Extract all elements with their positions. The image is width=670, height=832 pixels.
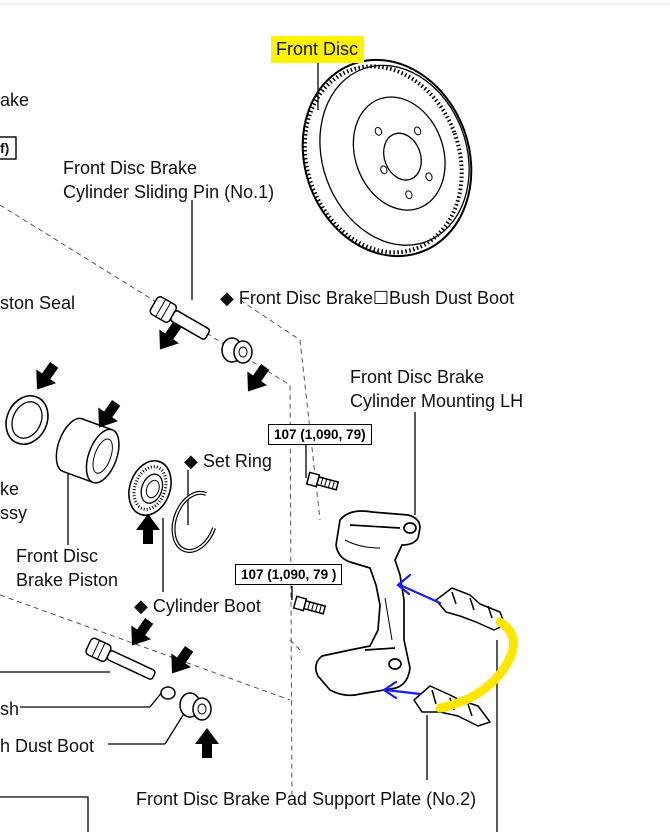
bolt-icon: [305, 471, 340, 493]
piston-seal-label-fragment: ston Seal: [0, 293, 76, 313]
sliding-pin-upper: [149, 296, 211, 340]
assy-label-fragment-2: ssy: [0, 503, 27, 523]
bush-label-fragment: sh: [0, 699, 20, 719]
front-disc-highlight: [271, 36, 364, 63]
piston-label-line2: Brake Piston: [16, 570, 119, 590]
cylinder-boot: [128, 460, 172, 516]
bush-lower: [160, 686, 176, 700]
front-disc-rotor: [301, 58, 473, 258]
caliper-mounting-lh: [314, 510, 421, 697]
pad-support-plate-label: Front Disc Brake Pad Support Plate (No.2…: [136, 789, 477, 809]
bush-dust-boot-lower-label: h Dust Boot: [0, 736, 95, 756]
bush-dust-boot-lower: [179, 692, 212, 721]
brake-piston: [55, 417, 120, 484]
bolt-icon: [292, 595, 327, 617]
piston-label-line1: Front Disc: [16, 546, 99, 566]
assembly-dash-lines: [0, 204, 321, 801]
leader-lines: [0, 60, 498, 832]
bush-dust-boot-upper: [221, 337, 253, 364]
sliding-pin-label-line2: Cylinder Sliding Pin (No.1): [63, 182, 275, 202]
box-label-fragment: f): [0, 140, 10, 156]
callout-arrow-icon: [27, 318, 276, 758]
piston-seal: [5, 395, 49, 445]
annotation-arrow-icon: [382, 573, 442, 700]
partial-box-top: [0, 136, 17, 160]
sliding-pin-label-line1: Front Disc Brake: [63, 158, 198, 178]
partial-box: [0, 796, 89, 832]
set-ring: [171, 490, 216, 553]
mounting-label-line2: Cylinder Mounting LH: [350, 391, 524, 411]
bush-dust-boot-upper-label: ◆ Front Disc Brake☐Bush Dust Boot: [220, 288, 515, 308]
mounting-label-line1: Front Disc Brake: [350, 367, 485, 387]
torque-spec-lower: 107 (1,090, 79 ): [235, 564, 343, 585]
cylinder-boot-label: ◆ Cylinder Boot: [134, 596, 261, 616]
pad-support-plate-upper: [435, 587, 506, 631]
front-disc-label: Front Disc: [276, 39, 359, 59]
brake-label-fragment: ake: [0, 90, 30, 110]
assy-label-fragment-1: ke: [0, 479, 20, 499]
set-ring-label: ◆ Set Ring: [184, 451, 272, 471]
annotation-scribble: [435, 617, 518, 713]
torque-spec-upper: 107 (1,090, 79): [268, 424, 372, 445]
sliding-pin-lower: [85, 637, 156, 680]
